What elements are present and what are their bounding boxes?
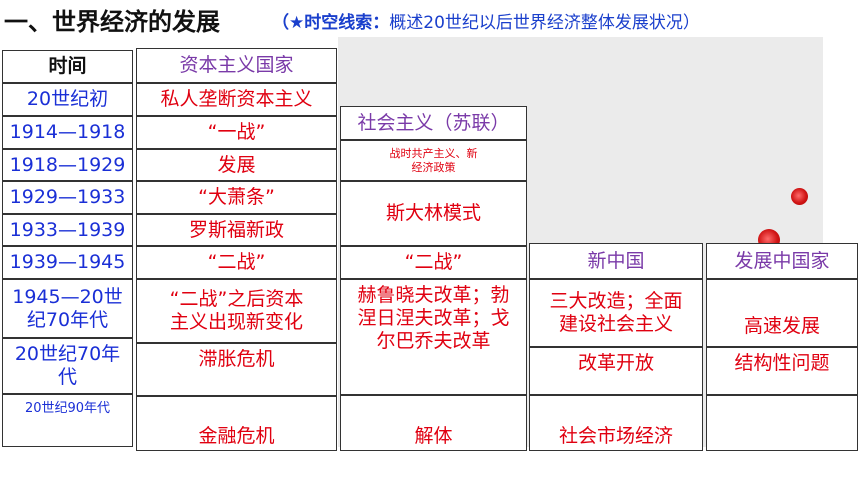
capitalist-cell: “一战” bbox=[136, 116, 337, 149]
developing-cell: 高速发展 bbox=[706, 279, 858, 347]
time-cell: 20世纪70年代 bbox=[2, 338, 133, 394]
capitalist-cell: 滞胀危机 bbox=[136, 343, 337, 396]
capitalist-cell: 金融危机 bbox=[136, 396, 337, 451]
socialist-header: 社会主义（苏联） bbox=[340, 106, 527, 140]
capitalist-cell: “大萧条” bbox=[136, 181, 337, 214]
time-header: 时间 bbox=[2, 50, 133, 83]
socialist-cell: 赫鲁晓夫改革；勃涅日涅夫改革；戈尔巴乔夫改革 bbox=[340, 279, 527, 395]
china-cell: 社会市场经济 bbox=[529, 395, 703, 451]
time-cell: 20世纪初 bbox=[2, 83, 133, 116]
page-title: 一、世界经济的发展 bbox=[4, 8, 220, 36]
china-cell: 改革开放 bbox=[529, 347, 703, 395]
capitalist-cell: “二战”之后资本主义出现新变化 bbox=[136, 279, 337, 343]
developing-cell: 结构性问题 bbox=[706, 347, 858, 395]
capitalist-cell: 私人垄断资本主义 bbox=[136, 83, 337, 116]
socialist-cell: 战时共产主义、新经济政策 bbox=[340, 140, 527, 181]
time-cell: 1939—1945 bbox=[2, 246, 133, 279]
china-header: 新中国 bbox=[529, 243, 703, 279]
socialist-cell: 斯大林模式 bbox=[340, 181, 527, 246]
capitalist-cell: 发展 bbox=[136, 149, 337, 181]
time-cell: 1945—20世纪70年代 bbox=[2, 279, 133, 338]
china-cell: 三大改造；全面建设社会主义 bbox=[529, 279, 703, 347]
developing-cell bbox=[706, 395, 858, 451]
time-cell: 1914—1918 bbox=[2, 116, 133, 149]
socialist-cell: “二战” bbox=[340, 246, 527, 279]
capitalist-header: 资本主义国家 bbox=[136, 48, 337, 83]
time-cell: 1933—1939 bbox=[2, 214, 133, 246]
capitalist-cell: 罗斯福新政 bbox=[136, 214, 337, 246]
socialist-cell: 解体 bbox=[340, 395, 527, 451]
time-cell: 20世纪90年代 bbox=[2, 394, 133, 447]
subtitle-text: 概述20世纪以后世界经济整体发展状况） bbox=[389, 13, 700, 33]
time-cell: 1918—1929 bbox=[2, 149, 133, 181]
page-subtitle: （★时空线索：概述20世纪以后世界经济整体发展状况） bbox=[272, 8, 700, 33]
subtitle-label: （★时空线索： bbox=[272, 13, 390, 33]
time-cell: 1929—1933 bbox=[2, 181, 133, 214]
decoration-dot bbox=[791, 188, 808, 205]
capitalist-cell: “二战” bbox=[136, 246, 337, 279]
developing-header: 发展中国家 bbox=[706, 243, 858, 279]
